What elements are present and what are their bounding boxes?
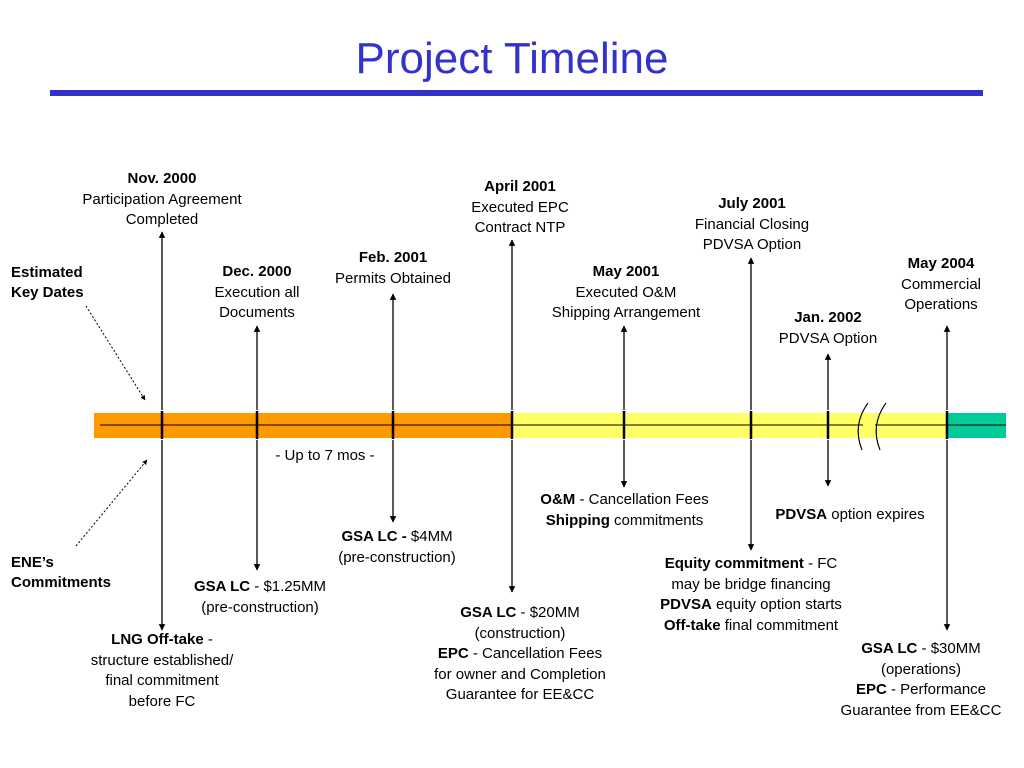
milestone-desc: Financial Closing bbox=[694, 215, 810, 233]
commitment-key: GSA LC bbox=[861, 640, 918, 657]
milestone-nov2000: Nov. 2000 Participation Agreement Comple… bbox=[62, 169, 262, 231]
commitment-text: equity option starts bbox=[711, 596, 842, 613]
milestone-may2004: May 2004 Commercial Operations bbox=[876, 254, 1006, 316]
milestone-desc: Execution all bbox=[214, 283, 300, 301]
commitment-gsa-20mm: GSA LC - $20MM (construction) EPC - Canc… bbox=[405, 603, 635, 706]
milestone-desc: Permits Obtained bbox=[335, 269, 451, 287]
milestone-dec2000: Dec. 2000 Execution all Documents bbox=[187, 262, 327, 324]
commitment-text: (construction) bbox=[474, 624, 566, 642]
milestone-desc: Contract NTP bbox=[474, 219, 566, 236]
commitment-gsa-30mm: GSA LC - $30MM (operations) EPC - Perfor… bbox=[820, 639, 1022, 721]
commitment-key: PDVSA bbox=[660, 596, 712, 613]
commitment-text: - bbox=[203, 631, 213, 648]
title-underline bbox=[50, 90, 983, 96]
milestone-date: May 2004 bbox=[907, 255, 975, 272]
commitment-text: Guarantee for EE&CC bbox=[445, 686, 595, 703]
commitment-key: Off-take bbox=[663, 616, 721, 634]
milestone-desc: Executed O&M bbox=[575, 283, 677, 301]
milestone-may2001: May 2001 Executed O&M Shipping Arrangeme… bbox=[531, 262, 721, 324]
span-note: - Up to 7 mos - bbox=[275, 447, 375, 464]
commitment-key: GSA LC bbox=[460, 604, 517, 621]
estimated-key-dates-label: Estimated Key Dates bbox=[11, 263, 84, 303]
commitment-text: (operations) bbox=[880, 660, 962, 678]
commitment-gsa-1-25mm: GSA LC - $1.25MM (pre-construction) bbox=[170, 577, 350, 618]
commitment-text: $4MM bbox=[406, 528, 453, 545]
commitment-text: - $20MM bbox=[516, 604, 580, 621]
milestone-desc: PDVSA Option bbox=[702, 236, 802, 253]
milestone-date: Feb. 2001 bbox=[358, 249, 428, 266]
pointer-ene-commitments bbox=[75, 459, 148, 547]
milestone-desc: Shipping Arrangement bbox=[551, 304, 701, 321]
milestone-desc: Executed EPC bbox=[471, 198, 569, 216]
milestone-date: Jan. 2002 bbox=[794, 309, 862, 326]
commitment-text: structure established/ bbox=[90, 651, 234, 669]
ene-label-line2: Commitments bbox=[11, 574, 112, 591]
commitment-om-shipping: O&M - Cancellation Fees Shipping commitm… bbox=[517, 490, 732, 531]
commitment-key: Shipping bbox=[545, 511, 610, 529]
commitment-text: - Cancellation Fees bbox=[575, 491, 709, 508]
commitment-key: O&M bbox=[540, 491, 576, 508]
commitment-lng-offtake: LNG Off-take - structure established/ fi… bbox=[57, 630, 267, 712]
milestone-date: Dec. 2000 bbox=[222, 263, 292, 280]
commitment-pdvsa-expires: PDVSA option expires bbox=[760, 505, 940, 526]
estimated-label-line2: Key Dates bbox=[11, 284, 84, 301]
commitment-equity: Equity commitment - FC may be bridge fin… bbox=[636, 554, 866, 636]
milestone-desc: Completed bbox=[125, 211, 199, 228]
milestone-date: May 2001 bbox=[592, 263, 660, 280]
commitment-text: - $1.25MM bbox=[250, 578, 326, 595]
commitment-text: - $30MM bbox=[917, 640, 981, 657]
milestone-date: April 2001 bbox=[484, 178, 556, 195]
milestone-date: Nov. 2000 bbox=[127, 170, 197, 187]
commitment-key: EPC bbox=[855, 681, 887, 698]
milestone-desc: Documents bbox=[219, 304, 295, 321]
commitment-text: commitments bbox=[609, 511, 704, 529]
commitment-text: - Performance bbox=[886, 681, 987, 698]
milestone-desc: PDVSA Option bbox=[778, 329, 878, 347]
commitment-gsa-4mm: GSA LC - $4MM (pre-construction) bbox=[307, 527, 487, 568]
estimated-label-line1: Estimated bbox=[11, 264, 83, 281]
commitment-text: (pre-construction) bbox=[201, 598, 319, 616]
commitment-text: before FC bbox=[128, 692, 196, 710]
commitment-key: GSA LC bbox=[194, 578, 251, 595]
commitment-key: EPC bbox=[437, 645, 469, 662]
pointer-estimated-dates bbox=[85, 305, 146, 401]
commitment-key: Equity commitment bbox=[664, 555, 804, 572]
ene-label-line1: ENE’s bbox=[11, 554, 54, 571]
commitment-text: may be bridge financing bbox=[671, 575, 831, 593]
commitment-text: - Cancellation Fees bbox=[468, 645, 603, 662]
commitment-text: final commitment bbox=[720, 616, 839, 634]
commitment-key: GSA LC - bbox=[341, 528, 407, 545]
commitment-text: Guarantee from EE&CC bbox=[840, 701, 1002, 719]
commitment-key: LNG Off-take bbox=[111, 631, 204, 648]
ene-commitments-label: ENE’s Commitments bbox=[11, 553, 111, 593]
milestone-date: July 2001 bbox=[718, 195, 786, 212]
commitment-text: (pre-construction) bbox=[338, 548, 456, 566]
milestone-jan2002: Jan. 2002 PDVSA Option bbox=[758, 308, 898, 349]
commitment-key: PDVSA bbox=[775, 506, 828, 523]
commitment-text: for owner and Completion bbox=[434, 665, 606, 683]
commitment-text: - FC bbox=[803, 555, 838, 572]
commitment-text: final commitment bbox=[105, 672, 219, 689]
page-title: Project Timeline bbox=[355, 34, 669, 83]
milestone-apr2001: April 2001 Executed EPC Contract NTP bbox=[440, 177, 600, 239]
milestone-desc: Commercial bbox=[900, 275, 981, 293]
commitment-text: option expires bbox=[827, 506, 925, 523]
milestone-feb2001: Feb. 2001 Permits Obtained bbox=[318, 248, 468, 289]
milestone-jul2001: July 2001 Financial Closing PDVSA Option bbox=[672, 194, 832, 256]
milestone-desc: Operations bbox=[904, 296, 978, 313]
milestone-desc: Participation Agreement bbox=[82, 190, 242, 208]
